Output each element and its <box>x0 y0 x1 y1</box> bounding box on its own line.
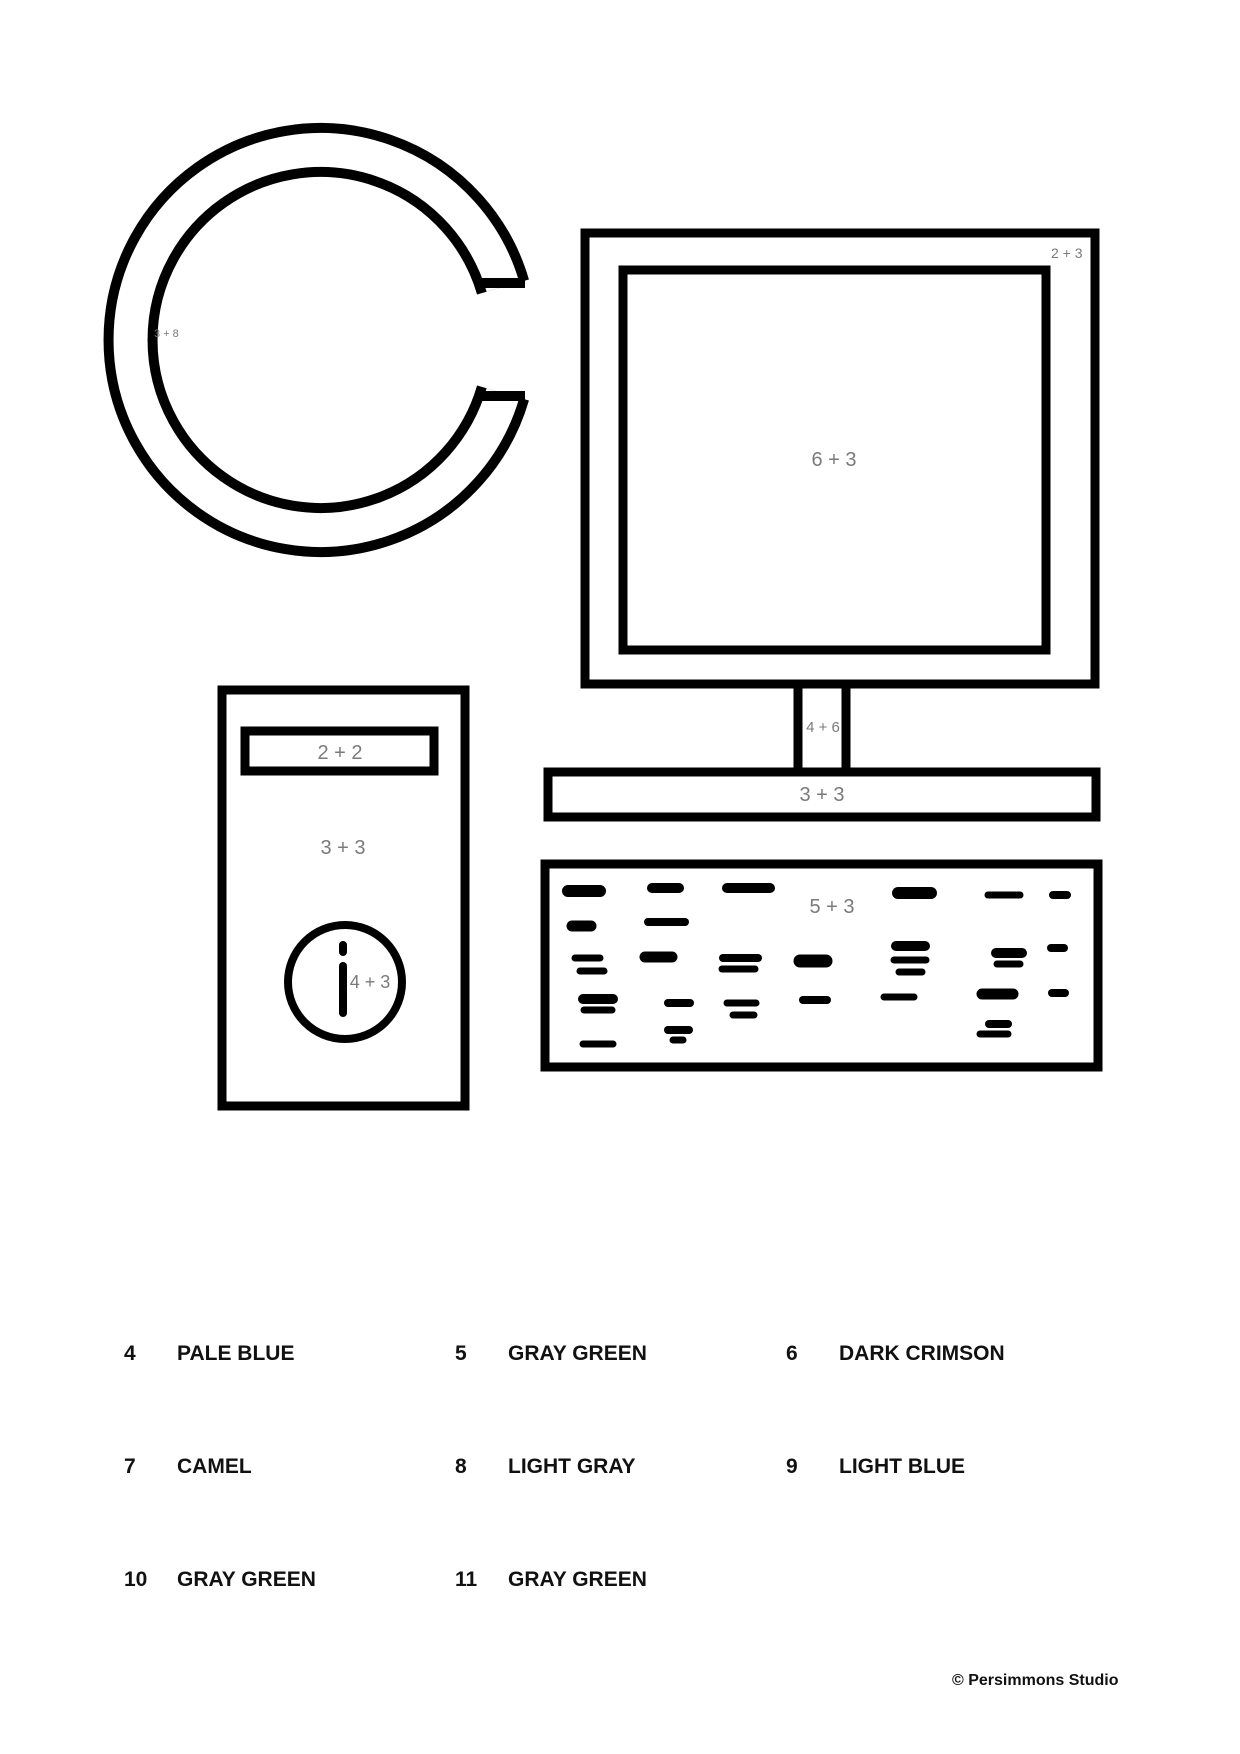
tower-drive-sum: 2 + 2 <box>317 742 362 764</box>
tower-drive[interactable] <box>240 726 439 776</box>
legend-number: 6 <box>786 1342 798 1365</box>
legend-number: 8 <box>455 1455 467 1478</box>
keyboard-sum: 5 + 3 <box>809 896 854 918</box>
legend-number: 9 <box>786 1455 798 1478</box>
monitor-base-sum: 3 + 3 <box>799 784 844 806</box>
monitor-screen[interactable] <box>618 265 1051 655</box>
legend-number: 10 <box>124 1568 148 1591</box>
legend-color-name: DARK CRIMSON <box>839 1342 1005 1365</box>
letter-c[interactable] <box>103 123 529 557</box>
keyboard-keys <box>562 883 1071 1048</box>
legend-color-name: GRAY GREEN <box>508 1342 647 1365</box>
power-button-sum: 4 + 3 <box>350 972 391 992</box>
legend-color-name: PALE BLUE <box>177 1342 295 1365</box>
legend-number: 5 <box>455 1342 467 1365</box>
legend-number: 11 <box>455 1568 478 1591</box>
legend-color-name: GRAY GREEN <box>177 1568 316 1591</box>
tower-body-sum: 3 + 3 <box>320 837 365 859</box>
power-button-icon[interactable] <box>284 921 406 1043</box>
legend-color-name: CAMEL <box>177 1455 252 1478</box>
monitor-screen-sum: 6 + 3 <box>811 449 856 471</box>
coloring-drawing: 3 + 8 2 + 3 6 + 3 4 + 6 3 + 3 3 + 3 2 + … <box>103 123 1103 1111</box>
legend-color-name: GRAY GREEN <box>508 1568 647 1591</box>
legend-color-name: LIGHT BLUE <box>839 1455 965 1478</box>
monitor-neck-sum: 4 + 6 <box>806 719 840 736</box>
monitor-base[interactable] <box>543 767 1101 822</box>
legend-color-name: LIGHT GRAY <box>508 1455 636 1478</box>
monitor-frame-sum: 2 + 3 <box>1051 245 1083 261</box>
legend-number: 4 <box>124 1342 136 1365</box>
letter-c-sum: 3 + 8 <box>154 328 179 340</box>
legend-number: 7 <box>124 1455 136 1478</box>
copyright-text: © Persimmons Studio <box>952 1672 1119 1689</box>
